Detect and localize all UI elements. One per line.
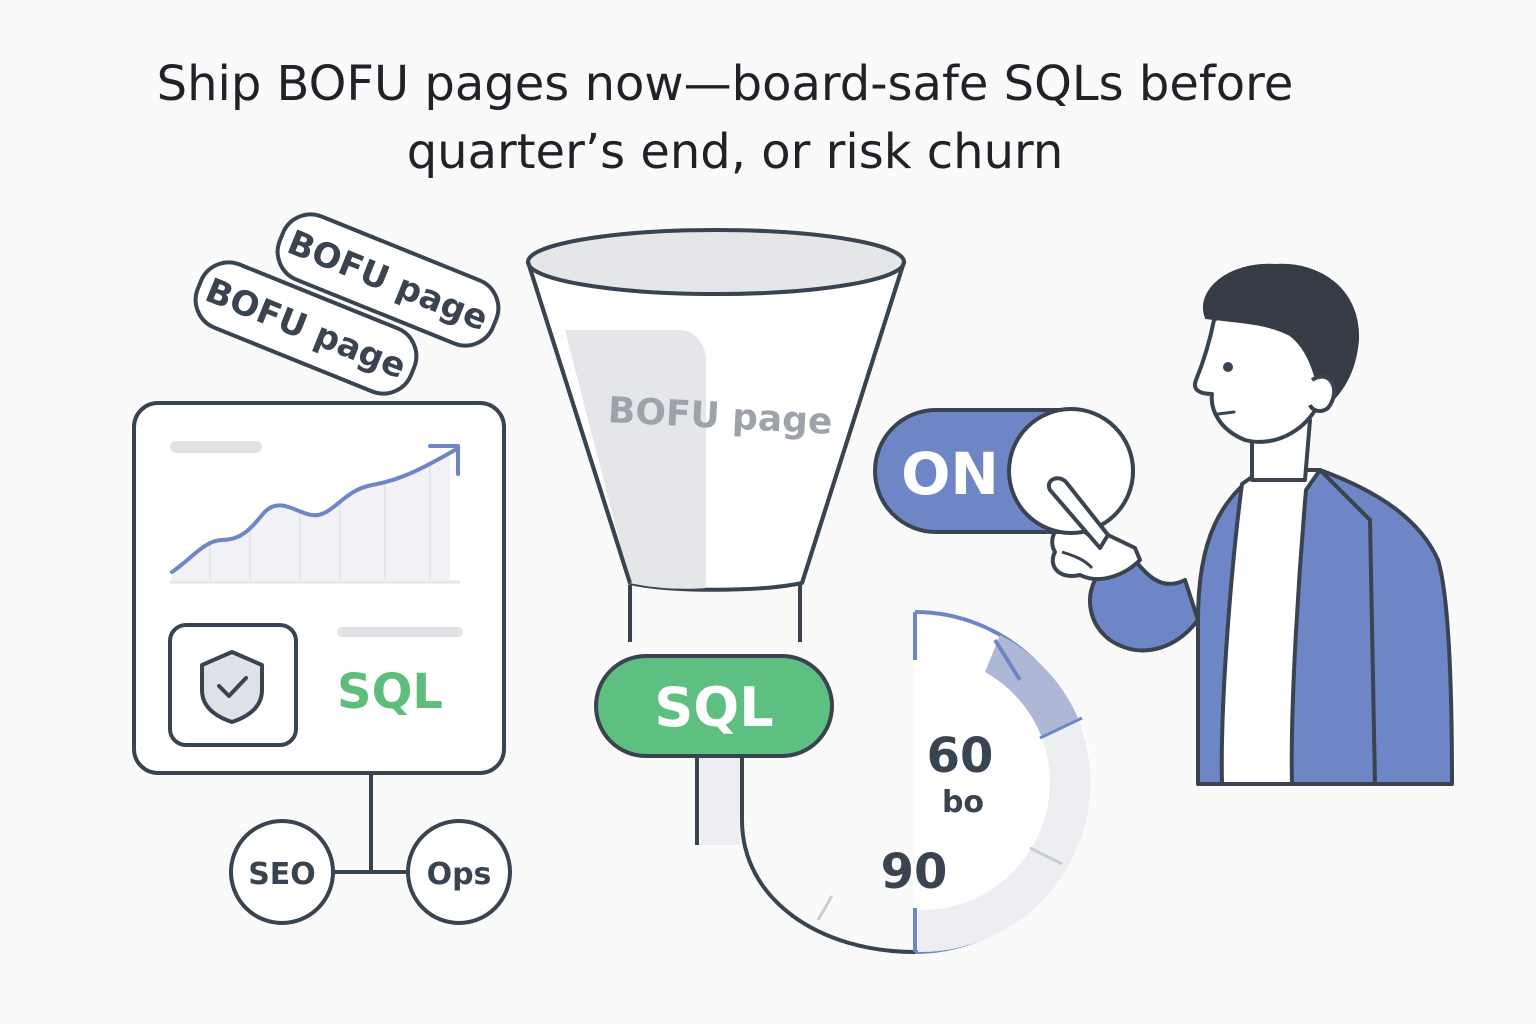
dashboard-card: SQL [132, 401, 506, 775]
person-illustration [1046, 263, 1454, 786]
mini-chart [170, 444, 460, 584]
headline-line-2: quarter’s end, or risk churn [406, 124, 1064, 180]
toggle-label: ON [901, 440, 999, 508]
pipe [695, 756, 916, 954]
toggle-switch-icon: ON [873, 407, 1135, 535]
bofu-tag-front: BOFU page [193, 260, 419, 396]
shield-check-icon [200, 650, 264, 724]
gauge-value-top: 60 [927, 728, 994, 784]
seo-node [229, 819, 335, 925]
placeholder-bar [170, 441, 262, 453]
gauge-icon: 60 bo 90 [816, 610, 1091, 954]
funnel-icon: BOFU page [526, 228, 906, 642]
dashboard-sql-label: SQL [337, 664, 443, 720]
sql-pill: SQL [594, 654, 834, 758]
sql-pill-label: SQL [654, 676, 773, 739]
headline: Ship BOFU pages now—board-safe SQLs befo… [0, 50, 1450, 186]
seo-label: SEO [248, 857, 316, 892]
branch-tree: SEO Ops [229, 773, 512, 925]
gauge-unit: bo [942, 785, 984, 820]
trend-line [170, 448, 457, 574]
placeholder-bar-2 [337, 627, 463, 637]
ops-label: Ops [427, 857, 492, 892]
ops-node [406, 819, 512, 925]
pointing-finger [1046, 476, 1110, 550]
trend-arrow-icon [428, 444, 460, 476]
gauge-value-bottom: 90 [881, 844, 948, 900]
headline-line-1: Ship BOFU pages now—board-safe SQLs befo… [156, 56, 1294, 112]
